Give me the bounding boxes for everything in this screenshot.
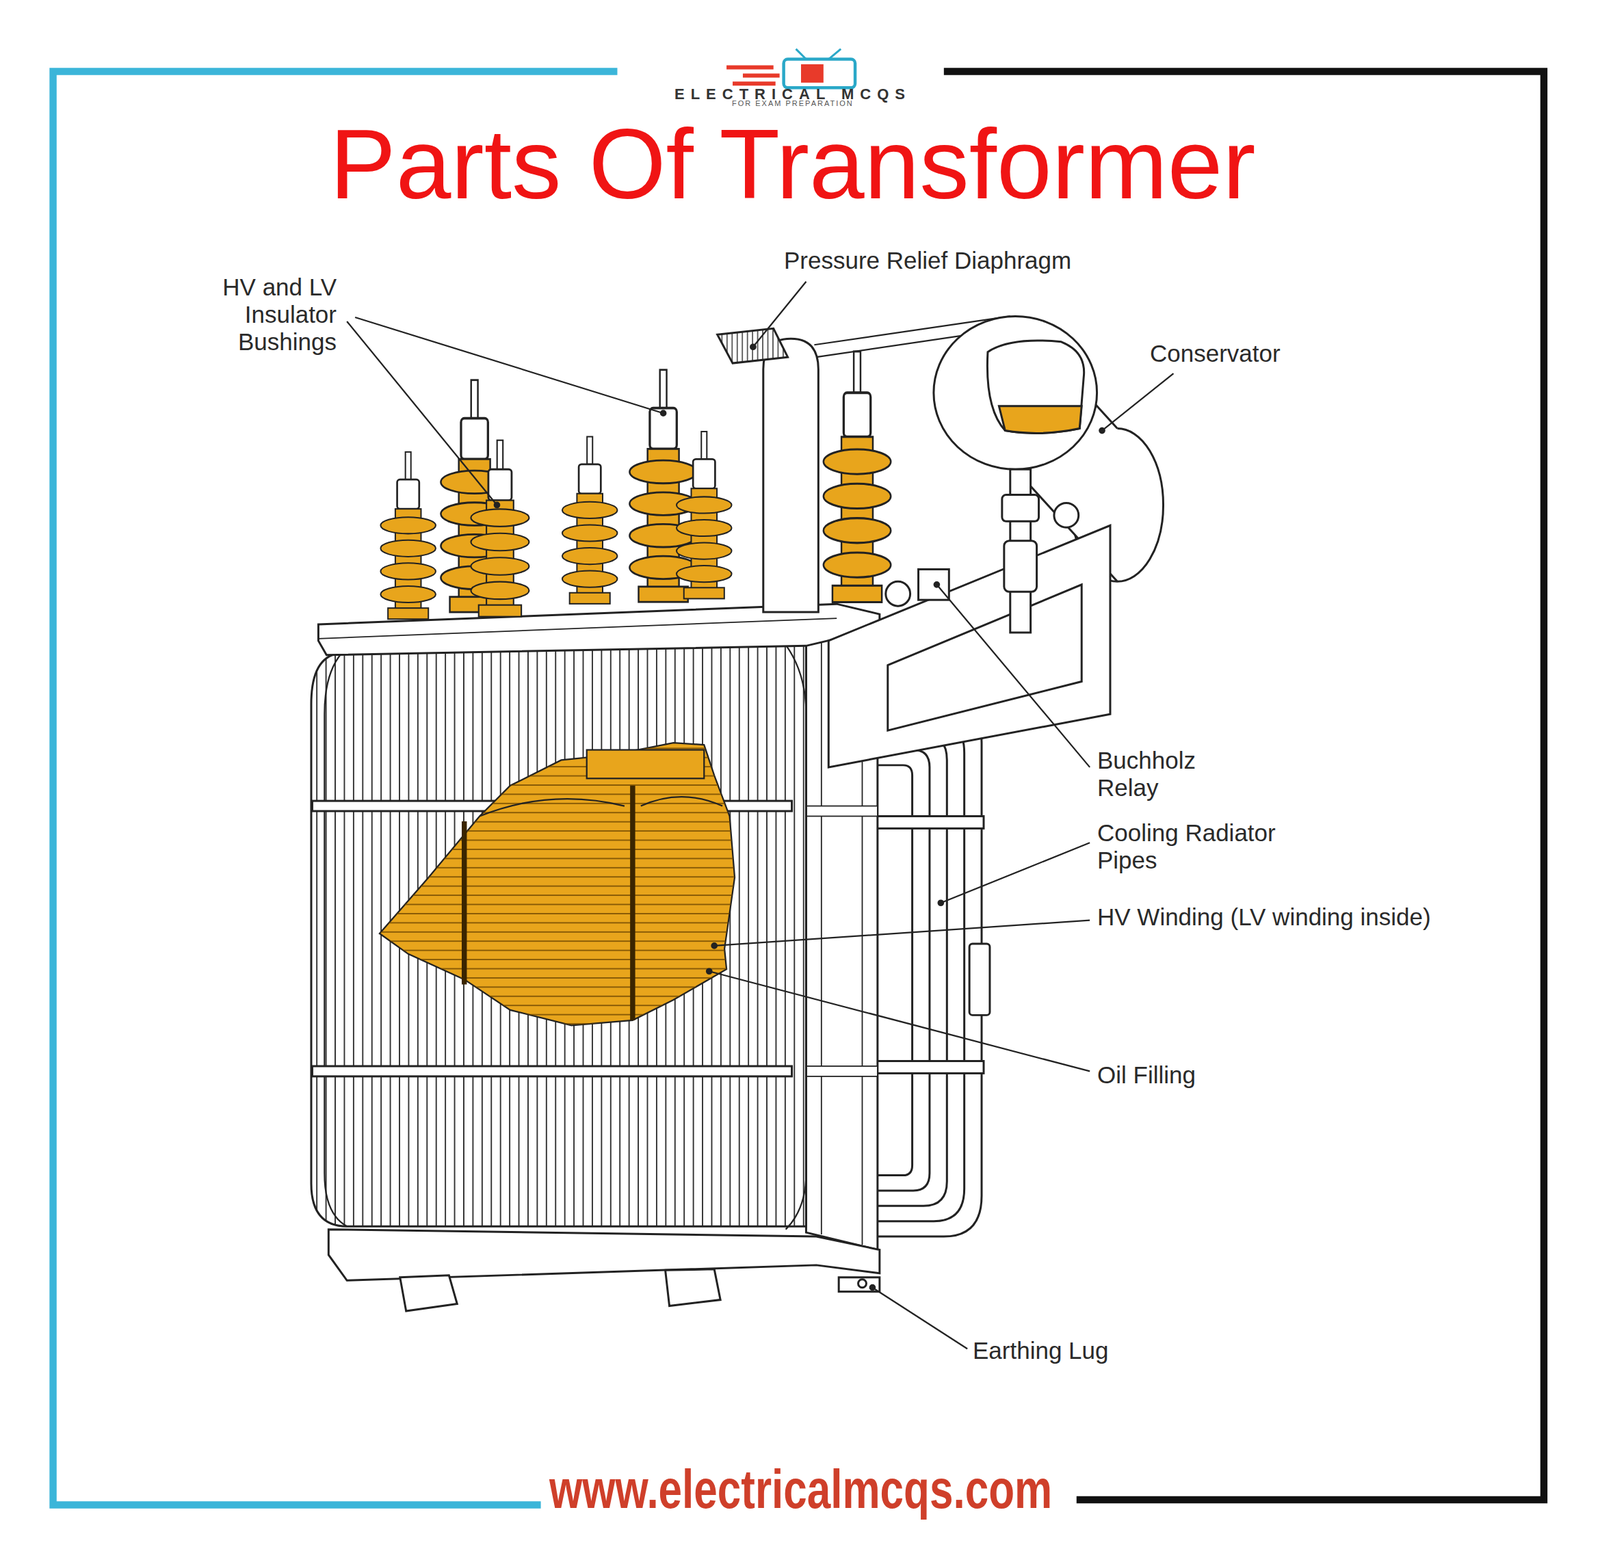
conservator-tank (933, 316, 1164, 582)
diagram-title: Parts Of Transformer (329, 114, 1256, 215)
page-frame (53, 71, 1544, 1505)
logo-tagline: FOR EXAM PREPARATION (731, 99, 854, 109)
tank-base (328, 1229, 880, 1312)
part-label: HV Winding (LV winding inside) (1097, 903, 1432, 931)
part-label: Buchholz Relay (1097, 746, 1235, 802)
tank-fins (311, 643, 806, 1230)
part-label: Oil Filling (1097, 1061, 1196, 1090)
part-label: HV and LV Insulator Bushings (199, 273, 337, 356)
insulator-bushings (380, 351, 891, 620)
leader-lines (346, 281, 1174, 1349)
part-label: Cooling Radiator Pipes (1097, 819, 1303, 875)
website-watermark: www.electricalmcqs.com (543, 1462, 1058, 1518)
part-label: Conservator (1149, 339, 1281, 368)
part-label: Earthing Lug (972, 1337, 1109, 1365)
radiator-pipes (875, 703, 990, 1237)
winding-cutaway (379, 742, 735, 1026)
logo-icon (726, 49, 856, 89)
part-label: Pressure Relief Diaphragm (783, 246, 1072, 275)
